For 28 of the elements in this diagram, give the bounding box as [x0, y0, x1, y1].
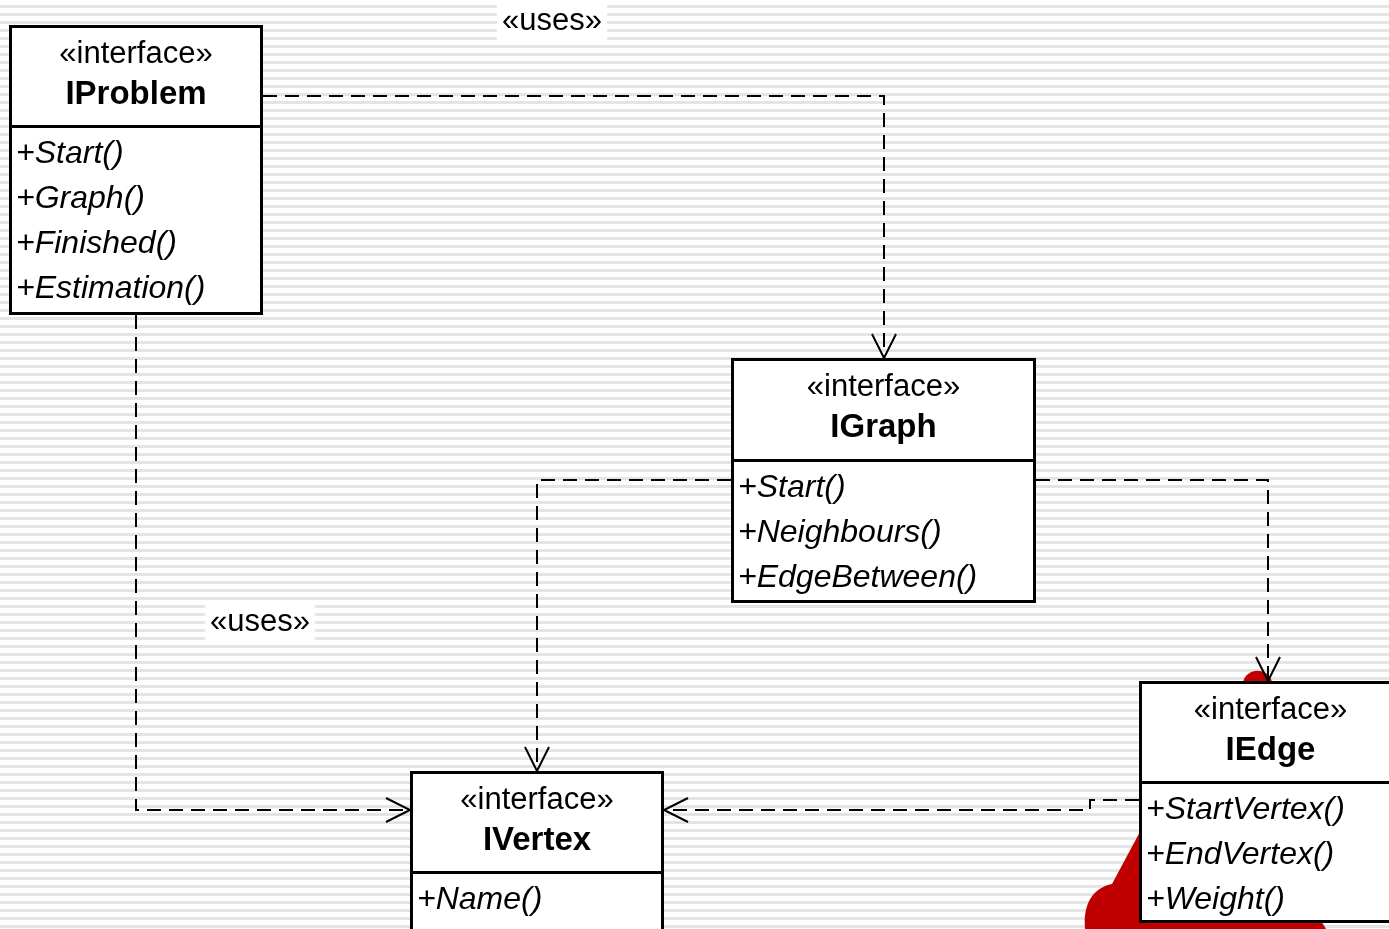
class-box [410, 771, 664, 929]
operation-text: +Estimation() [15, 268, 207, 307]
operation-text: +EndVertex() [1145, 834, 1336, 873]
operation-text: +Name() [416, 879, 544, 918]
operation-text: +Neighbours() [737, 512, 943, 551]
class-name: IGraph [829, 406, 938, 446]
class-box [731, 358, 1036, 603]
operation-text: +Finished() [15, 223, 178, 262]
dependency-arrow [262, 95, 897, 359]
dependency-arrow [135, 314, 411, 823]
operation-text: +Weight() [1145, 879, 1286, 918]
operation-text: +EdgeBetween() [737, 557, 979, 596]
dependency-arrow [1035, 479, 1281, 682]
stereotype-text: «interface» [58, 34, 214, 72]
class-name: IProblem [64, 73, 208, 113]
stereotype-text: «interface» [805, 367, 962, 405]
stereotype-text: «interface» [459, 780, 615, 818]
dependency-arrow [524, 479, 732, 772]
class-box [1139, 681, 1389, 923]
class-name: IVertex [481, 819, 593, 859]
dependency-arrow [663, 797, 1140, 823]
operation-text: +Graph() [15, 178, 146, 217]
operation-text: +Start() [737, 467, 847, 506]
class-name: IEdge [1224, 729, 1317, 769]
operation-text: +StartVertex() [1145, 789, 1346, 828]
class-box [9, 25, 263, 315]
stereotype-text: «interface» [1192, 690, 1349, 728]
operation-text: +Start() [15, 133, 125, 172]
